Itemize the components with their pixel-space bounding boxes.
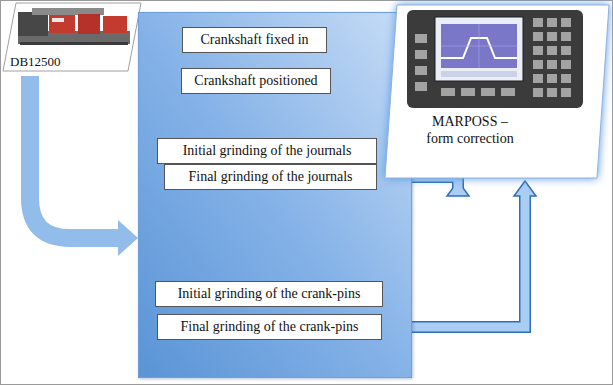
process-band: Crankshaft fixed in Crankshaft positioned…: [138, 12, 412, 378]
process-box: Initial grinding of the crank-pins: [155, 281, 383, 307]
arrow-outline: [396, 194, 525, 327]
drawing-part: [415, 66, 427, 75]
drawing-part: [49, 15, 75, 33]
drawing-part: [533, 32, 543, 41]
drawing-part: [20, 42, 128, 45]
step-label: Crankshaft fixed in: [200, 32, 308, 48]
drawing-part: [533, 46, 543, 55]
drawing-part: [441, 24, 517, 68]
process-box: Crankshaft fixed in: [182, 27, 327, 53]
process-box: Crankshaft positioned: [181, 68, 331, 94]
drawing-part: [561, 46, 571, 55]
step-label: Final grinding of the journals: [188, 169, 352, 185]
drawing-part: [3, 3, 141, 71]
arrow-shaft: [30, 76, 120, 238]
step-label: Initial grinding of the crank-pins: [178, 286, 361, 302]
process-box: Final grinding of the crank-pins: [157, 314, 382, 340]
drawing-part: [561, 60, 571, 69]
step-label: Initial grinding of the journals: [183, 143, 352, 159]
drawing-part: [435, 17, 523, 81]
drawing-part: [415, 18, 571, 97]
drawing-part: [561, 74, 571, 83]
drawing-part: [561, 18, 571, 27]
step-label: Crankshaft positioned: [194, 73, 317, 89]
drawing-part: [561, 32, 571, 41]
drawing-part: [547, 32, 557, 41]
drawing-part: [407, 10, 583, 108]
drawing-part: [481, 88, 495, 96]
drawing-part: [561, 88, 571, 97]
drawing-part: [441, 71, 517, 77]
drawing-part: [52, 18, 64, 22]
drawing-part: [415, 34, 427, 43]
measuring-device-picture: MARPOSS – form correction: [383, 4, 611, 180]
drawing-part: [415, 50, 427, 59]
drawing-part: [533, 18, 543, 27]
drawing-part: [18, 12, 48, 36]
drawing-part: [547, 60, 557, 69]
drawing-part: [547, 74, 557, 83]
drawing-part: [461, 88, 475, 96]
connector-arrow: [30, 76, 138, 256]
picture-caption: MARPOSS – form correction: [420, 114, 520, 148]
arrow-head: [118, 220, 138, 256]
machine-picture: DB12500: [2, 2, 142, 72]
step-label: Final grinding of the crank-pins: [180, 319, 358, 335]
picture-caption: DB12500: [8, 54, 63, 70]
drawing-part: [385, 5, 609, 178]
drawing-part: [32, 8, 104, 15]
drawing-part: [547, 18, 557, 27]
drawing-part: [533, 88, 543, 97]
process-box: Final grinding of the journals: [164, 164, 377, 190]
drawing-part: [383, 4, 611, 180]
process-box: Initial grinding of the journals: [157, 138, 377, 164]
drawing-part: [479, 24, 480, 68]
drawing-part: [103, 16, 127, 33]
drawing-part: [78, 14, 100, 34]
drawing-part: [441, 88, 455, 96]
drawing-part: [547, 88, 557, 97]
drawing-part: [533, 60, 543, 69]
drawing-part: [547, 46, 557, 55]
drawing-part: [533, 74, 543, 83]
arrow-shaft: [395, 193, 525, 327]
drawing-part: [415, 82, 427, 91]
drawing-part: [501, 88, 515, 96]
